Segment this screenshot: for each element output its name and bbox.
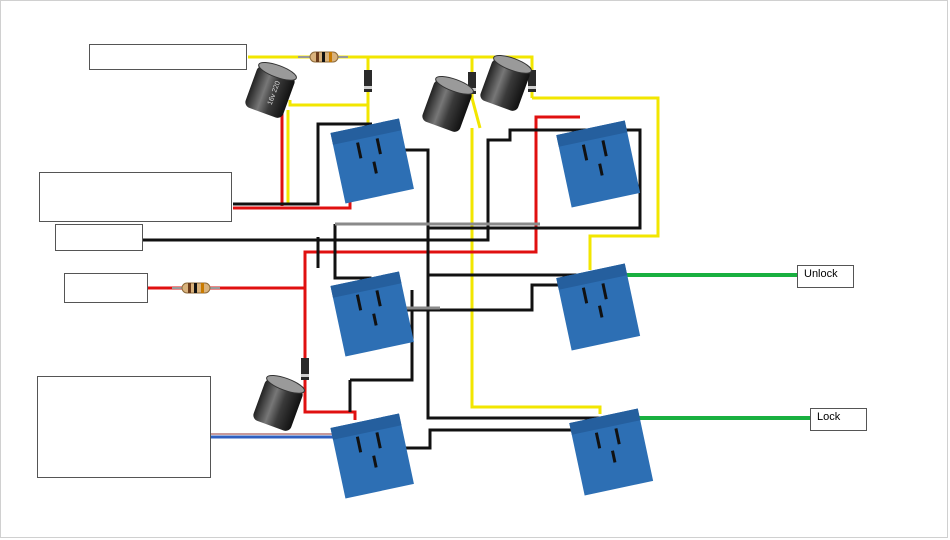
label-box-top-input [89, 44, 247, 70]
label-box-bottom-left [37, 376, 211, 478]
unlock-label-text: Unlock [804, 268, 838, 280]
label-box-trigger [64, 273, 148, 303]
capacitor-4 [253, 374, 305, 431]
diode-4 [301, 358, 309, 380]
capacitor-1: 16v 220 [245, 61, 297, 118]
relay-6 [569, 408, 654, 496]
unlock-label: Unlock [797, 265, 854, 288]
gray-wires [335, 222, 540, 310]
label-box-ground [55, 224, 143, 251]
label-box-dual-input [39, 172, 232, 222]
relay-2 [556, 120, 641, 208]
green-wires [620, 273, 810, 420]
diode-1 [364, 70, 372, 92]
lock-label-text: Lock [817, 411, 841, 423]
resistor-middle [172, 282, 220, 294]
lock-label: Lock [810, 408, 867, 431]
diode-3 [528, 70, 536, 92]
relay-1 [330, 118, 414, 204]
relay-4 [556, 263, 641, 351]
capacitor-2 [422, 75, 474, 132]
resistor-top [298, 51, 348, 63]
capacitor-3 [480, 54, 532, 111]
blue-wires [211, 433, 345, 439]
relay-5 [330, 413, 414, 499]
relay-3 [330, 271, 414, 357]
